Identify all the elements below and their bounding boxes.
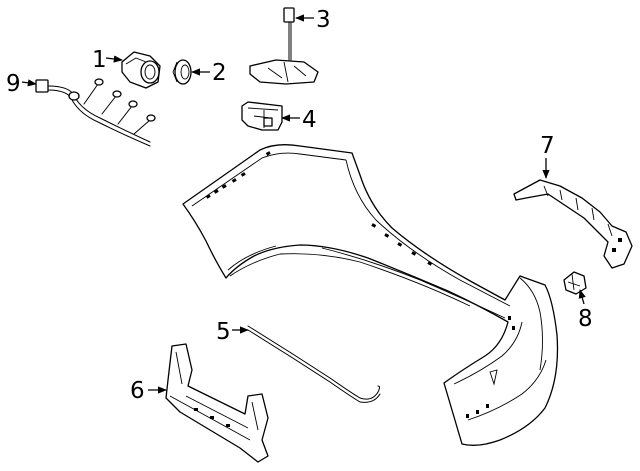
callout-4: 4 bbox=[302, 107, 317, 133]
callout-leaders bbox=[21, 14, 586, 394]
part-4-bracket[interactable] bbox=[241, 101, 283, 131]
callout-5: 5 bbox=[216, 319, 231, 345]
callout-8: 8 bbox=[578, 306, 593, 332]
part-8-clip[interactable] bbox=[563, 271, 587, 295]
callout-9: 9 bbox=[6, 71, 21, 97]
part-1-sensor[interactable] bbox=[121, 51, 161, 89]
bumper-cover[interactable] bbox=[182, 144, 559, 446]
part-6-bracket[interactable] bbox=[165, 343, 269, 463]
part-2-grommet[interactable] bbox=[172, 59, 192, 85]
callout-7: 7 bbox=[540, 133, 555, 159]
part-3-bracket[interactable] bbox=[249, 7, 319, 85]
part-5-strip[interactable] bbox=[247, 325, 381, 403]
callout-3: 3 bbox=[316, 7, 331, 33]
callout-1: 1 bbox=[92, 47, 107, 73]
part-7-bracket[interactable] bbox=[513, 179, 633, 269]
callout-6: 6 bbox=[130, 378, 145, 404]
callout-2: 2 bbox=[212, 60, 227, 86]
part-9-harness[interactable] bbox=[35, 78, 156, 147]
